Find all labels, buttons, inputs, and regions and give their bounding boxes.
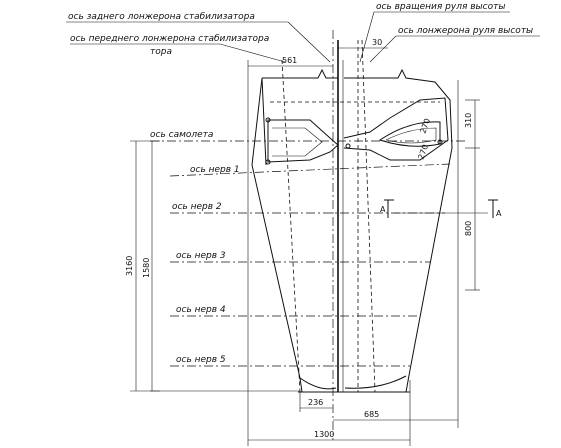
label-front-spar-axis-cont: тора xyxy=(150,47,172,57)
root-fairing xyxy=(265,97,449,165)
stabilizer-outline xyxy=(251,68,453,393)
label-rib-2: ось нерв 2 xyxy=(172,202,222,212)
label-leaders xyxy=(66,11,540,63)
spar-axes xyxy=(281,30,376,440)
label-rear-spar-axis: ось заднего лонжерона стабилизатора xyxy=(68,12,255,22)
dim-30: 30 xyxy=(372,38,382,47)
dimension-lines xyxy=(130,47,480,446)
dim-685: 685 xyxy=(364,410,379,419)
dim-310: 310 xyxy=(464,113,473,128)
dim-561: 561 xyxy=(282,56,297,65)
label-rib-4: ось нерв 4 xyxy=(176,305,226,315)
rib-axes xyxy=(150,140,465,392)
label-elevator-hinge-axis: ось вращения руля высоты xyxy=(376,2,505,12)
label-rib-3: ось нерв 3 xyxy=(176,251,226,261)
section-marks xyxy=(384,199,498,218)
dim-800: 800 xyxy=(464,221,473,236)
dim-1300: 1300 xyxy=(314,430,334,439)
label-front-spar-axis: ось переднего лонжерона стабилизатора xyxy=(70,34,269,44)
dim-3160: 3160 xyxy=(125,256,134,276)
section-a-right: A xyxy=(496,209,502,218)
label-rib-1: ось нерв 1 xyxy=(190,165,240,175)
dim-1580: 1580 xyxy=(142,258,151,278)
label-rib-5: ось нерв 5 xyxy=(176,355,226,365)
label-aircraft-axis: ось самолета xyxy=(150,130,213,140)
section-a-left: A xyxy=(380,205,386,214)
dim-270a: 270 xyxy=(418,117,432,134)
label-elevator-spar-axis: ось лонжерона руля высоты xyxy=(398,26,533,36)
dim-236: 236 xyxy=(308,398,323,407)
